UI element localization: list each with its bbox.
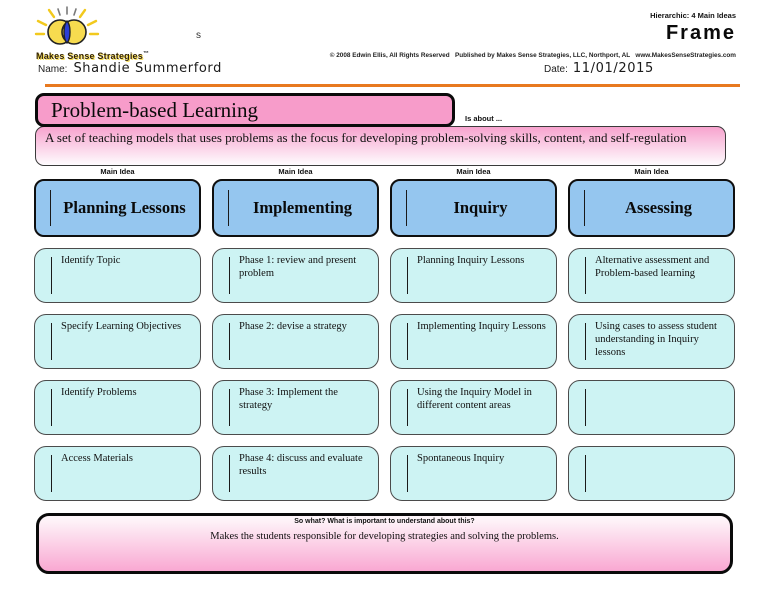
main-idea-label: Main Idea bbox=[100, 167, 135, 176]
detail-box[interactable]: Specify Learning Objectives bbox=[34, 314, 201, 369]
trademark-symbol: ™ bbox=[142, 51, 150, 57]
copyright-line: © 2008 Edwin Ellis, All Rights Reserved … bbox=[329, 52, 736, 59]
write-line-icon bbox=[407, 257, 408, 294]
so-what-prompt: So what? What is important to understand… bbox=[294, 518, 475, 525]
detail-text: Phase 1: review and present problem bbox=[239, 255, 357, 280]
detail-box[interactable] bbox=[568, 446, 735, 501]
write-line-icon bbox=[51, 323, 52, 360]
detail-box[interactable]: Phase 2: devise a strategy bbox=[212, 314, 379, 369]
column-planning-lessons: Main Idea Planning Lessons bbox=[34, 167, 201, 237]
detail-box[interactable]: Planning Inquiry Lessons bbox=[390, 248, 557, 303]
document-type-title: Frame bbox=[665, 22, 736, 44]
main-idea-grid: Main Idea Planning Lessons Main Idea Imp… bbox=[34, 167, 735, 501]
detail-box[interactable]: Spontaneous Inquiry bbox=[390, 446, 557, 501]
stray-character: s bbox=[196, 30, 201, 41]
main-idea-text: Planning Lessons bbox=[63, 198, 186, 218]
detail-box[interactable]: Using cases to assess student understand… bbox=[568, 314, 735, 369]
detail-text: Specify Learning Objectives bbox=[61, 321, 182, 332]
write-line-icon bbox=[407, 455, 408, 492]
detail-text: Identify Topic bbox=[61, 255, 121, 266]
main-idea-box[interactable]: Assessing bbox=[568, 179, 735, 237]
detail-box[interactable]: Access Materials bbox=[34, 446, 201, 501]
name-row: Name: Shandie Summerford bbox=[38, 61, 222, 76]
write-line-icon bbox=[584, 190, 585, 226]
write-line-icon bbox=[50, 190, 51, 226]
makes-sense-sun-logo-icon bbox=[34, 6, 100, 57]
column-assessing: Main Idea Assessing bbox=[568, 167, 735, 237]
column-inquiry: Main Idea Inquiry bbox=[390, 167, 557, 237]
column-implementing: Main Idea Implementing bbox=[212, 167, 379, 237]
detail-box[interactable]: Phase 1: review and present problem bbox=[212, 248, 379, 303]
detail-text: Access Materials bbox=[61, 453, 134, 464]
write-line-icon bbox=[585, 323, 586, 360]
main-idea-label: Main Idea bbox=[634, 167, 669, 176]
write-line-icon bbox=[229, 323, 230, 360]
detail-box[interactable]: Identify Topic bbox=[34, 248, 201, 303]
write-line-icon bbox=[585, 257, 586, 294]
hierarchic-type-label: Hierarchic: 4 Main Ideas bbox=[650, 11, 736, 20]
write-line-icon bbox=[585, 389, 586, 426]
write-line-icon bbox=[51, 455, 52, 492]
name-value-field[interactable]: Shandie Summerford bbox=[73, 61, 223, 76]
main-idea-label: Main Idea bbox=[278, 167, 313, 176]
write-line-icon bbox=[406, 190, 407, 226]
detail-text: Using the Inquiry Model in different con… bbox=[417, 387, 532, 412]
detail-box[interactable]: Phase 4: discuss and evaluate results bbox=[212, 446, 379, 501]
topic-description-box[interactable]: A set of teaching models that uses probl… bbox=[35, 126, 726, 166]
topic-description-text: A set of teaching models that uses probl… bbox=[45, 130, 687, 145]
so-what-box[interactable]: So what? What is important to understand… bbox=[36, 513, 733, 574]
write-line-icon bbox=[51, 257, 52, 294]
main-idea-text: Implementing bbox=[253, 198, 352, 218]
detail-text: Phase 3: Implement the strategy bbox=[239, 387, 338, 412]
is-about-label: Is about ... bbox=[462, 113, 506, 124]
date-value-field[interactable]: 11/01/2015 bbox=[572, 61, 654, 76]
main-idea-box[interactable]: Planning Lessons bbox=[34, 179, 201, 237]
detail-text: Phase 4: discuss and evaluate results bbox=[239, 453, 363, 478]
write-line-icon bbox=[407, 389, 408, 426]
write-line-icon bbox=[229, 389, 230, 426]
detail-text: Implementing Inquiry Lessons bbox=[417, 321, 546, 332]
detail-text: Alternative assessment and Problem-based… bbox=[595, 255, 710, 280]
detail-text: Using cases to assess student understand… bbox=[595, 321, 717, 359]
detail-box[interactable]: Alternative assessment and Problem-based… bbox=[568, 248, 735, 303]
detail-box[interactable]: Using the Inquiry Model in different con… bbox=[390, 380, 557, 435]
detail-box[interactable] bbox=[568, 380, 735, 435]
detail-text: Planning Inquiry Lessons bbox=[417, 255, 525, 266]
detail-box[interactable]: Phase 3: Implement the strategy bbox=[212, 380, 379, 435]
so-what-answer: Makes the students responsible for devel… bbox=[210, 531, 559, 542]
date-label: Date: bbox=[544, 64, 568, 75]
write-line-icon bbox=[228, 190, 229, 226]
main-idea-label: Main Idea bbox=[456, 167, 491, 176]
detail-text: Phase 2: devise a strategy bbox=[239, 321, 347, 332]
detail-box[interactable]: Identify Problems bbox=[34, 380, 201, 435]
brand-name: Makes Sense Strategies bbox=[36, 51, 143, 61]
main-idea-text: Assessing bbox=[625, 198, 692, 218]
write-line-icon bbox=[51, 389, 52, 426]
write-line-icon bbox=[585, 455, 586, 492]
topic-title-box[interactable]: Problem-based Learning bbox=[35, 93, 455, 127]
main-idea-box[interactable]: Inquiry bbox=[390, 179, 557, 237]
brand-text: Makes Sense Strategies™ bbox=[36, 51, 149, 61]
topic-title-text: Problem-based Learning bbox=[51, 97, 259, 122]
main-idea-text: Inquiry bbox=[453, 198, 508, 218]
main-idea-box[interactable]: Implementing bbox=[212, 179, 379, 237]
detail-text: Spontaneous Inquiry bbox=[417, 453, 505, 464]
write-line-icon bbox=[407, 323, 408, 360]
name-label: Name: bbox=[38, 64, 68, 75]
detail-box[interactable]: Implementing Inquiry Lessons bbox=[390, 314, 557, 369]
write-line-icon bbox=[229, 455, 230, 492]
date-row: Date: 11/01/2015 bbox=[544, 61, 654, 76]
header-divider-rule bbox=[45, 84, 740, 87]
detail-text: Identify Problems bbox=[61, 387, 137, 398]
write-line-icon bbox=[229, 257, 230, 294]
